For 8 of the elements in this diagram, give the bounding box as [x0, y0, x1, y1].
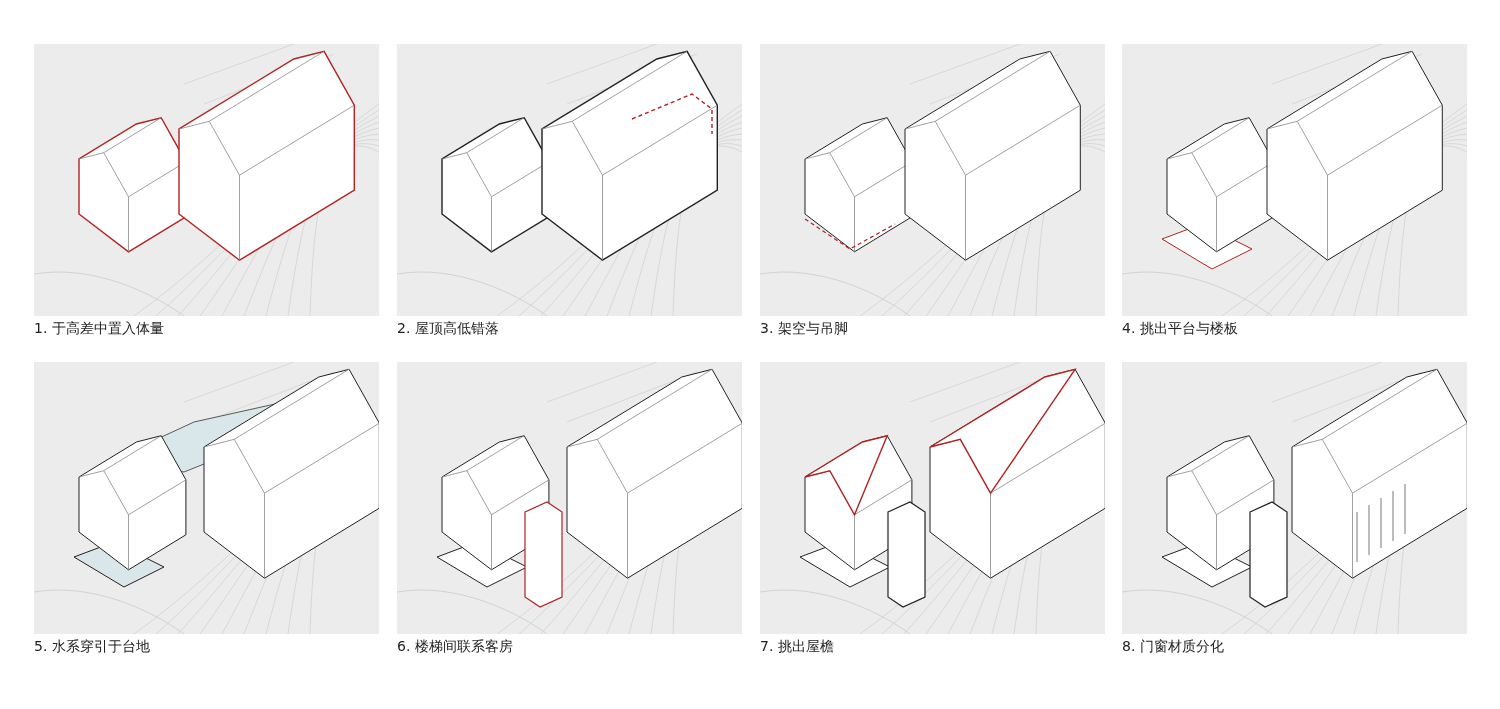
caption: 3. 架空与吊脚 [760, 320, 848, 338]
caption: 5. 水系穿引于台地 [34, 638, 150, 656]
caption: 1. 于高差中置入体量 [34, 320, 164, 338]
caption: 6. 楼梯间联系客房 [397, 638, 513, 656]
caption: 4. 挑出平台与楼板 [1122, 320, 1238, 338]
caption: 2. 屋顶高低错落 [397, 320, 499, 338]
caption: 7. 挑出屋檐 [760, 638, 834, 656]
caption: 8. 门窗材质分化 [1122, 638, 1224, 656]
